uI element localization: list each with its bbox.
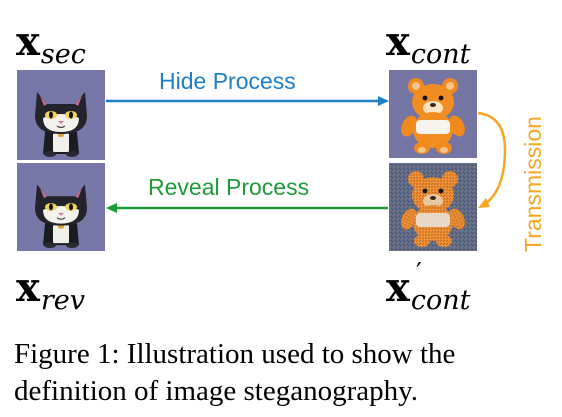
revealed-cat-image: [17, 163, 105, 251]
label-x-cont: xcont: [386, 22, 470, 69]
caption-text: Illustration used to show the definition…: [14, 338, 456, 407]
cat-icon: [17, 163, 105, 251]
label-x-cont-prime: x′cont: [386, 260, 470, 314]
label-x-rev-sub: rev: [40, 285, 85, 316]
label-x-rev-base: x: [16, 264, 40, 311]
label-x-cont-prime-sub: cont: [410, 285, 471, 316]
transmission-arrow: [477, 111, 507, 208]
reveal-arrow: [106, 203, 388, 213]
label-x-cont-prime-mark: ′: [416, 258, 422, 288]
reveal-process-label: Reveal Process: [148, 174, 310, 200]
label-x-sec-sub: sec: [40, 39, 86, 70]
cat-icon: [17, 70, 105, 160]
label-x-cont-prime-base: x: [386, 264, 410, 311]
container-bear-image: [389, 70, 477, 158]
received-bear-image: [389, 163, 477, 251]
label-x-cont-base: x: [386, 18, 410, 65]
hide-process-label: Hide Process: [159, 68, 296, 94]
label-x-cont-sub: cont: [410, 39, 471, 70]
label-x-sec-base: x: [16, 18, 40, 65]
label-x-rev: xrev: [16, 268, 85, 315]
label-x-sec: xsec: [16, 22, 86, 69]
secret-cat-image: [17, 70, 105, 160]
noisy-teddy-bear-icon: [389, 163, 477, 251]
teddy-bear-icon: [389, 70, 477, 158]
hide-arrow: [106, 96, 389, 106]
transmission-label: Transmission: [520, 116, 546, 252]
caption-prefix: Figure 1:: [14, 338, 120, 370]
figure-caption: Figure 1: Illustration used to show the …: [14, 336, 554, 410]
